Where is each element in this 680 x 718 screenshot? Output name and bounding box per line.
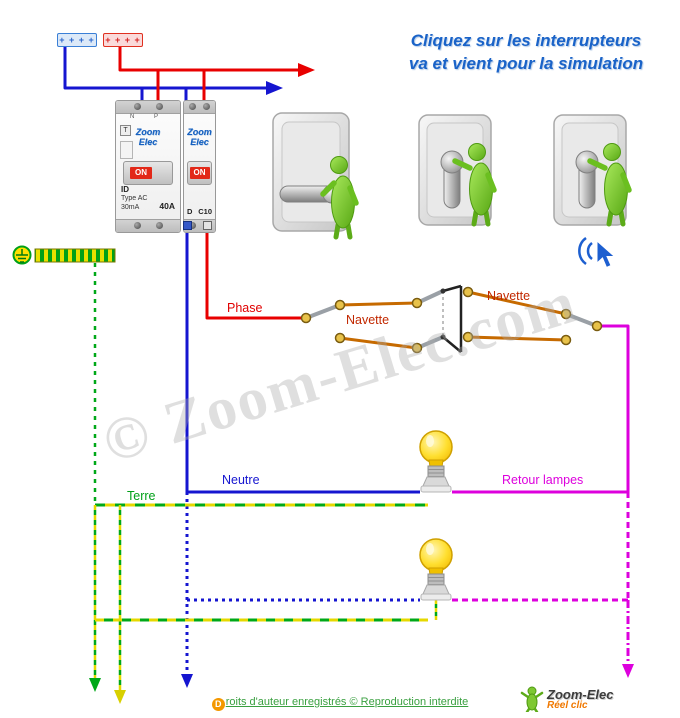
phase-bus-arrow [298,63,315,77]
logo-tagline: Réel clic [547,699,588,711]
lamp-1 [419,430,453,493]
label-navette-right: Navette [487,289,531,303]
breaker-top-terminals [116,101,180,114]
circuit-breaker: Zoom Elec ON D C10 [183,100,216,233]
terre-extension-arrow-1 [89,678,101,692]
terminal-screw [203,103,210,110]
label-neutre: Neutre [222,473,260,487]
neutre-extension-arrow [181,674,193,688]
test-button[interactable]: T [120,125,131,136]
site-logo: Zoom-Elec Réel clic [520,686,613,712]
figure-2 [452,143,497,227]
rcd-type-label: Type AC [121,195,148,202]
pivot-dot-2 [440,334,446,340]
label-navette-left: Navette [346,313,390,327]
terminal-screw [156,222,163,229]
breaker-bottom-terminals [116,219,180,232]
terminal-screw [156,103,163,110]
terminal-screw [189,222,196,229]
on-indicator: ON [130,167,152,179]
rcd-breaker: N P T Zoom Elec ON ID Type AC 30mA 40A [115,100,181,233]
wire-retour-lampes [452,324,634,678]
brand-label: Zoom Elec [187,127,212,147]
bulb-icon [419,538,453,572]
rcd-sensitivity-label: 30mA [121,204,140,211]
wire-neutre [181,233,420,688]
supply-wires [63,47,315,101]
switch-levers [304,289,599,350]
terminal-screw [134,103,141,110]
logo-name: Zoom-Elec [547,686,614,702]
phase-terminal-block: + + + + [103,33,143,47]
bulb-icon [419,430,453,464]
label-phase: Phase [227,301,263,315]
rcd-rating-label: 40A [159,201,175,211]
neutral-output-terminal [183,221,192,230]
terre-extension-arrow-2 [114,690,126,704]
curve-label: D [187,207,193,216]
rcd-toggle[interactable]: ON [123,161,173,185]
copyright-d-icon: D [211,698,225,711]
earth-bar [12,245,116,265]
page-title: Cliquez sur les interrupteurs va et vien… [380,30,672,76]
retour-extension-arrow [622,664,634,678]
navette-wires [339,290,567,350]
breaker-toggle[interactable]: ON [187,161,212,185]
neutre-bus-arrow [266,81,283,95]
va-et-vient-schematic [300,284,603,354]
breaker-top-terminals [184,101,215,114]
copyright-text: roits d'auteur enregistrés © Reproductio… [225,696,469,708]
wire-terre [89,263,438,704]
label-terre: Terre [127,489,156,503]
rcd-id-label: ID [121,185,129,194]
breaker-rating-row: D C10 [187,207,212,216]
lamp-2 [419,538,453,601]
pivot-dot-1 [440,288,446,294]
p-marking: P [154,114,159,120]
terminal-screw [134,222,141,229]
title-line-2: va et vient pour la simulation [408,53,644,73]
wire-phase [205,233,305,320]
switch-1[interactable] [272,112,350,232]
neutral-terminal-block: + + + + [57,33,97,47]
n-marking: N [130,114,135,120]
permutateur-bar [442,284,463,353]
figure-3 [587,143,632,227]
rcd-symbol [120,141,133,159]
switch-contacts [300,286,603,354]
logo-figure-icon [520,686,544,712]
brand-label: Zoom Elec [135,127,161,147]
click-cursor-icon [578,236,616,269]
phase-output-terminal [203,221,212,230]
terminal-screw [189,103,196,110]
title-line-1: Cliquez sur les interrupteurs [410,31,642,50]
figure-1 [320,156,359,240]
label-retour-lampes: Retour lampes [502,473,584,487]
rating-label: C10 [198,207,212,216]
on-indicator: ON [189,167,210,179]
